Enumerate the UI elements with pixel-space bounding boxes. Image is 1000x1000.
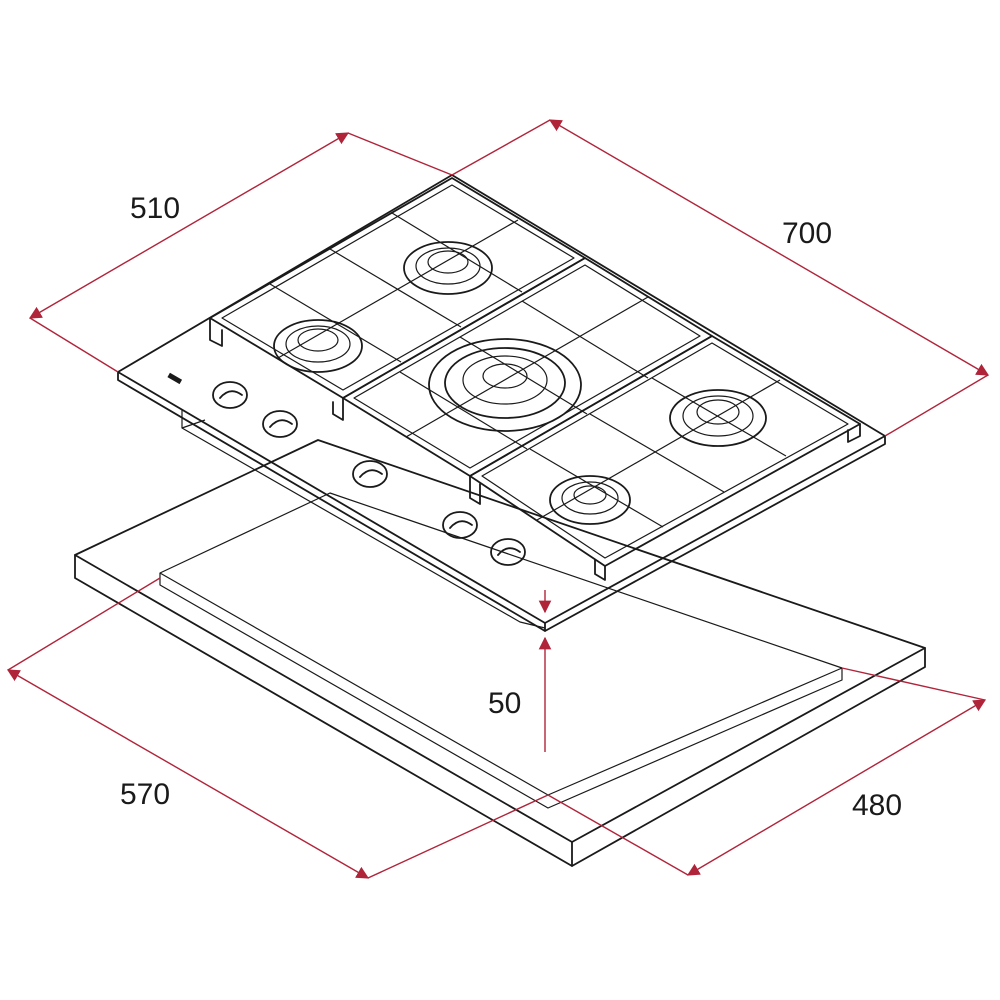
burner-rear-left (403, 241, 493, 295)
control-knobs (212, 381, 526, 566)
pan-support-right (469, 335, 861, 581)
label-width-top: 700 (782, 217, 832, 250)
label-cutout-width: 570 (120, 778, 170, 811)
knob (212, 381, 248, 409)
dim-line-depth-top (28, 132, 350, 319)
knob (352, 460, 388, 488)
dim-line-width-top (548, 119, 990, 376)
counter-cutout (74, 439, 926, 867)
burner-rear-right (669, 389, 767, 447)
knob (442, 511, 478, 539)
knob (490, 538, 526, 566)
burner-front-right (549, 475, 631, 525)
burner-centre-wok (428, 338, 582, 432)
label-depth-top: 510 (130, 192, 180, 225)
knob (262, 410, 298, 438)
dim-line-cutout-depth (686, 699, 987, 876)
label-height: 50 (488, 687, 521, 720)
hob-plate (117, 174, 886, 632)
burner-front-left (273, 319, 363, 373)
label-cutout-depth: 480 (852, 789, 902, 822)
pan-support-left (209, 177, 586, 421)
dimension-lines (6, 119, 990, 879)
dim-line-cutout-width (6, 669, 370, 879)
